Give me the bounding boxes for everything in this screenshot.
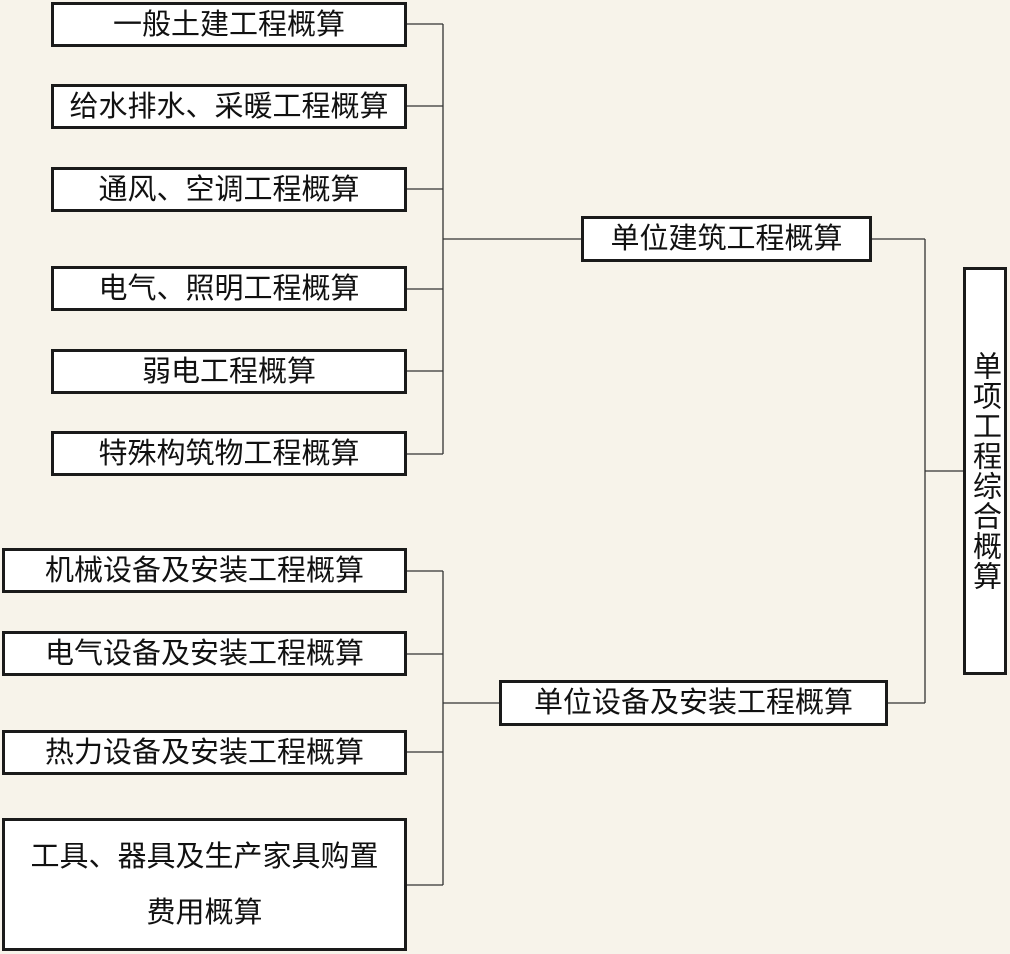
- box-label: 一般土建工程概算: [112, 6, 345, 41]
- box-label: 通风、空调工程概算: [98, 171, 360, 206]
- root-single-project-estimate: 单项工程综合概算: [963, 267, 1007, 675]
- group-label: 单位建筑工程概算: [610, 221, 843, 256]
- box-label: 特殊构筑物工程概算: [98, 435, 360, 470]
- leaf-electrical-lighting-estimate: 电气、照明工程概算: [51, 266, 407, 311]
- leaf-low-voltage-estimate: 弱电工程概算: [51, 349, 407, 394]
- root-label: 单项工程综合概算: [968, 351, 1003, 591]
- group-label: 单位设备及安装工程概算: [533, 685, 853, 720]
- group-building-estimate: 单位建筑工程概算: [581, 216, 872, 262]
- leaf-ventilation-ac-estimate: 通风、空调工程概算: [51, 167, 407, 212]
- leaf-mechanical-equipment-estimate: 机械设备及安装工程概算: [2, 548, 407, 593]
- leaf-water-heating-estimate: 给水排水、采暖工程概算: [51, 84, 407, 129]
- box-label: 工具、器具及生产家具购置费用概算: [30, 839, 379, 929]
- box-label: 电气设备及安装工程概算: [44, 635, 364, 670]
- box-label: 热力设备及安装工程概算: [44, 734, 364, 769]
- leaf-general-civil-estimate: 一般土建工程概算: [51, 2, 407, 47]
- leaf-tools-furniture-estimate: 工具、器具及生产家具购置费用概算: [2, 818, 407, 951]
- leaf-electrical-equipment-estimate: 电气设备及安装工程概算: [2, 631, 407, 676]
- box-label: 机械设备及安装工程概算: [44, 552, 364, 587]
- leaf-thermal-equipment-estimate: 热力设备及安装工程概算: [2, 730, 407, 775]
- box-label: 弱电工程概算: [141, 353, 316, 388]
- leaf-special-structures-estimate: 特殊构筑物工程概算: [51, 431, 407, 476]
- box-label: 电气、照明工程概算: [98, 270, 360, 305]
- group-equipment-installation-estimate: 单位设备及安装工程概算: [499, 680, 888, 726]
- box-label: 给水排水、采暖工程概算: [69, 88, 389, 123]
